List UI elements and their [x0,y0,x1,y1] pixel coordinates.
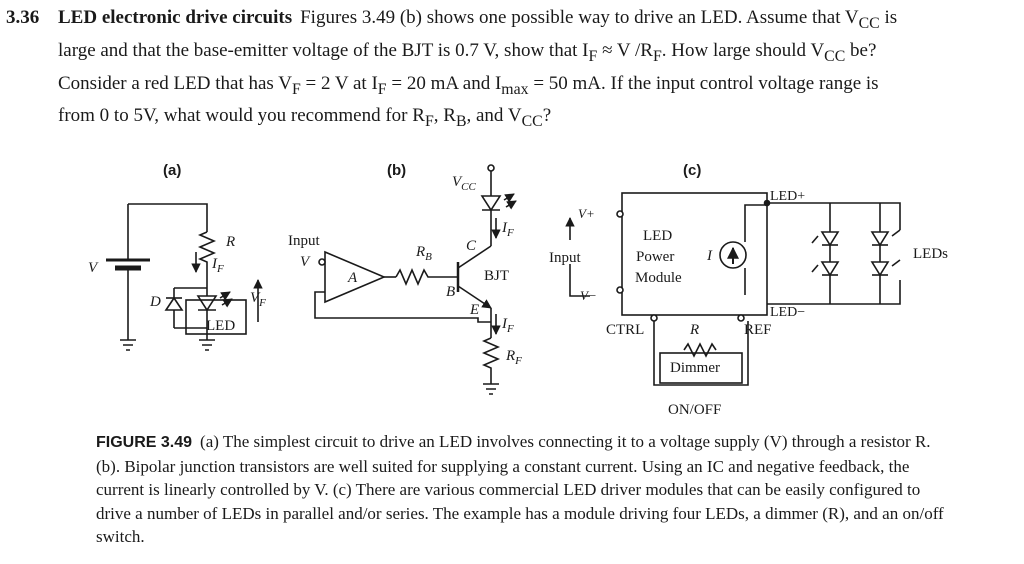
svg-text:VCC: VCC [452,174,477,193]
svg-text:R: R [225,234,235,250]
svg-text:Dimmer: Dimmer [670,360,720,376]
led-c1 [820,231,840,247]
op-amp [324,250,387,304]
resistor-rb [395,267,458,287]
svg-text:IF: IF [501,220,514,239]
svg-text:ON/OFF: ON/OFF [668,402,721,418]
panel-b-labels: VCC Input V A RB C B E BJT IF IF RF [288,174,522,367]
svg-text:IF: IF [501,316,514,335]
svg-text:IF: IF [211,256,224,275]
svg-text:LED+: LED+ [770,189,805,204]
led-diode-a [196,295,218,312]
led-c3 [870,231,890,247]
led-c2 [820,261,840,277]
svg-text:E: E [469,302,479,318]
svg-text:LEDs: LEDs [913,246,948,262]
svg-text:V: V [88,260,99,276]
problem-title: LED electronic drive circuits [58,7,293,28]
input-terminal-b [318,258,326,266]
caption-text: (a) The simplest circuit to drive an LED… [96,432,944,546]
svg-text:REF: REF [744,322,772,338]
bjt-emitter [457,285,492,309]
svg-text:LED: LED [643,228,672,244]
feedback-wire [314,291,491,323]
svg-text:R: R [689,322,699,338]
panel-b-label: (b) [387,162,406,179]
svg-text:VF: VF [250,290,266,309]
ground-a2 [199,339,215,351]
svg-text:CTRL: CTRL [606,322,644,338]
dimmer-box [659,352,743,384]
problem-line-3: Consider a red LED that has VF = 2 V at … [58,72,879,98]
svg-text:I: I [706,248,713,264]
svg-text:V: V [300,254,311,270]
problem-line-2: large and that the base-emitter voltage … [58,39,877,65]
svg-text:RB: RB [415,244,432,263]
svg-text:RF: RF [505,348,522,367]
problem-number: 3.36 [6,7,40,28]
svg-text:Module: Module [635,270,682,286]
problem-line-4: from 0 to 5V, what would you recommend f… [58,105,552,131]
panel-c-label: (c) [683,162,701,179]
svg-text:LED−: LED− [770,305,805,320]
resistor-rf [481,337,501,384]
panel-a: (a) [106,162,263,351]
svg-text:Input: Input [288,233,320,249]
svg-text:Power: Power [636,249,674,265]
dimmer-loop [653,321,749,386]
svg-text:A: A [347,270,358,286]
panel-b: (b) [314,162,517,395]
led-c4 [870,261,890,277]
bjt-collector [457,245,492,269]
led-power-module-box [621,192,768,316]
svg-text:LED: LED [206,318,235,334]
ground-a1 [120,339,136,351]
panel-a-labels: V R IF D VF LED [88,234,266,334]
svg-text:C: C [466,238,477,254]
svg-text:BJT: BJT [484,268,509,284]
svg-text:B: B [446,284,455,300]
svg-text:D: D [149,294,161,310]
svg-text:V−: V− [580,288,597,303]
figure-caption: FIGURE 3.49(a) The simplest circuit to d… [96,430,956,549]
ground-b [483,383,499,395]
svg-text:Input: Input [549,250,581,266]
figure-label: FIGURE 3.49 [96,434,193,451]
panel-a-label: (a) [163,162,181,179]
svg-text:V+: V+ [578,206,595,221]
diode-d-a [164,296,184,311]
resistor-r-a [197,231,217,272]
vcc-terminal [487,164,495,172]
led-box-a [185,299,247,335]
panel-c-labels: V+ V− Input LED Power Module I LED+ LED−… [549,189,948,418]
led-diode-b [480,195,502,212]
panel-c: (c) [565,162,901,386]
dimmer-resistor [683,342,717,358]
